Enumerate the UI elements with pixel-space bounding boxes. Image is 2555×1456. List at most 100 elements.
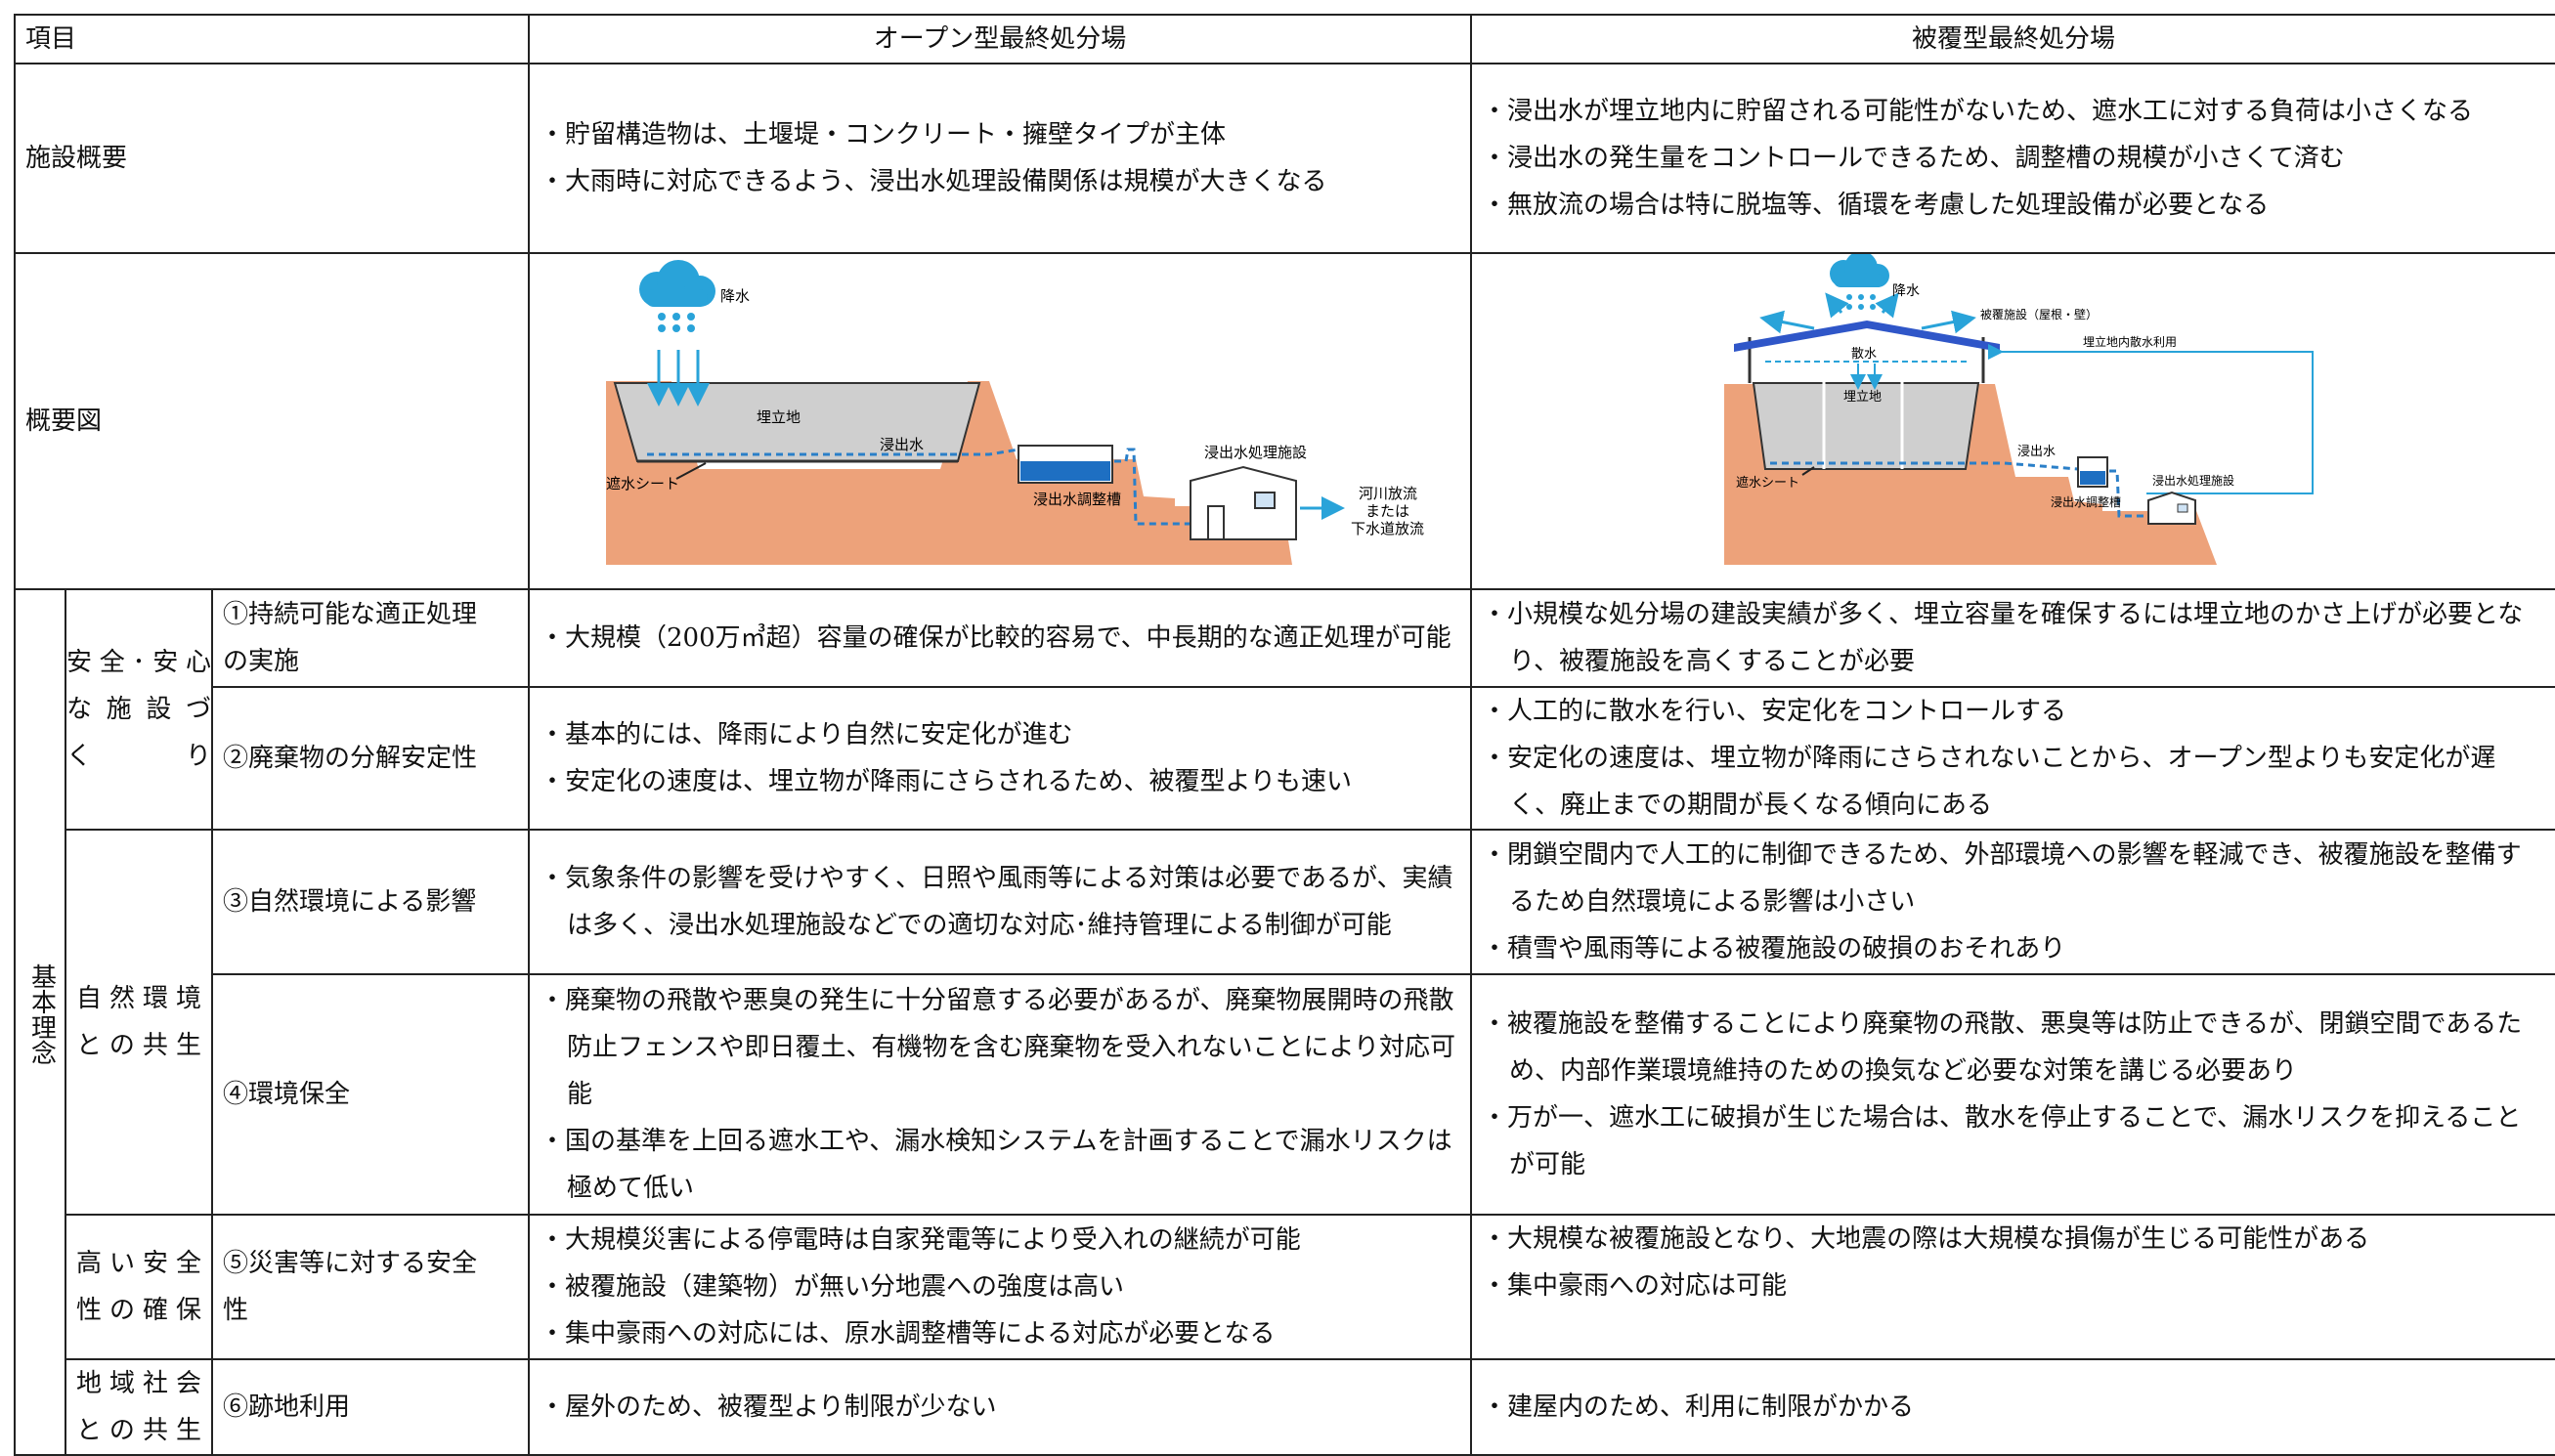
open-cell: ・気象条件の影響を受けやすく、日照や風雨等による対策は必要であるが、実績は多く、… <box>528 829 1472 975</box>
open-text: ・大規模災害による停電時は自家発電等により受入れの継続が可能 <box>540 1225 1301 1255</box>
treatment-building <box>2147 491 2196 525</box>
sub-cell: ①持続可能な適正処理 の実施 <box>211 588 530 688</box>
overview-covered-line: ・浸出水が埋立地内に貯留される可能性がないため、遮水工に対する負荷は小さくなる <box>1482 97 2474 126</box>
open-diagram-cell: 降水 埋立地 浸出水 遮水シート 浸出水調整槽 浸出水処理施設 河川放流 または… <box>528 252 1472 590</box>
label-leachate: 浸出水 <box>880 436 924 453</box>
covered-text: ・安定化の速度は、埋立物が降雨にさらされないことから、オープン型よりも安定化が遅… <box>1482 744 2496 820</box>
group-label-line: との共生 <box>76 1031 201 1060</box>
open-text: ・安定化の速度は、埋立物が降雨にさらされるため、被覆型よりも速い <box>540 767 1352 796</box>
building-window <box>1254 492 1276 509</box>
label-tank: 浸出水調整槽 <box>2051 494 2121 509</box>
covered-cell: ・建屋内のため、利用に制限がかかる <box>1470 1358 2555 1456</box>
basic-row: 自然環境との共生 ③自然環境による影響 ・気象条件の影響を受けやすく、日照や風雨… <box>15 829 2555 1216</box>
group-label-line: 自然環境 <box>76 984 201 1013</box>
covered-text: ・建屋内のため、利用に制限がかかる <box>1482 1392 1915 1422</box>
sub-label: ③自然環境による影響 <box>223 887 477 917</box>
overview-covered-line: ・浸出水の発生量をコントロールできるため、調整槽の規模が小さくて済む <box>1482 144 2345 173</box>
label-rain: 降水 <box>720 287 750 305</box>
rain-cloud-icon <box>639 260 715 332</box>
header-row: 項目 オープン型最終処分場 被覆型最終処分場 <box>14 14 2555 64</box>
label-leachate: 浸出水 <box>2017 445 2056 459</box>
diagram-label: 概要図 <box>14 252 530 590</box>
covered-diagram: 降水 被覆施設（屋根・壁） 埋立地内散水利用 散水 埋立地 浸出水 遮水シート … <box>1724 251 2314 565</box>
ground <box>1724 384 2217 565</box>
sub-label: ⑥跡地利用 <box>223 1392 351 1422</box>
label-reuse: 埋立地内散水利用 <box>2083 334 2177 349</box>
covered-text: ・被覆施設を整備することにより廃棄物の飛散、悪臭等は防止できるが、閉鎖空間である… <box>1482 1009 2523 1086</box>
group-label-line: な施設づ <box>66 695 211 724</box>
deflect-arrow <box>1759 310 1815 334</box>
sub-cell: ⑥跡地利用 <box>211 1358 530 1456</box>
overview-row: 施設概要 ・貯留構造物は、土堰堤・コンクリート・擁壁タイプが主体 ・大雨時に対応… <box>14 63 2555 254</box>
roof <box>1734 321 2000 352</box>
group-cell: 安全･安心な施設づくり <box>65 588 213 831</box>
label-cover: 被覆施設（屋根・壁） <box>1980 307 2098 321</box>
deflect-arrow <box>1875 292 1899 319</box>
overview-label: 施設概要 <box>14 63 530 254</box>
deflect-arrow <box>1825 292 1849 319</box>
rain-cloud-icon <box>1830 251 1889 310</box>
label-discharge1: 河川放流 <box>1359 485 1417 502</box>
sub-label: ①持続可能な適正処理 <box>223 600 478 629</box>
covered-cell: ・人工的に散水を行い、安定化をコントロールする ・安定化の速度は、埋立物が降雨に… <box>1470 686 2555 831</box>
covered-cell: ・大規模な被覆施設となり、大地震の際は大規模な損傷が生じる可能性がある ・集中豪… <box>1470 1214 2555 1360</box>
label-discharge3: 下水道放流 <box>1351 520 1424 537</box>
open-cell: ・基本的には、降雨により自然に安定化が進む ・安定化の速度は、埋立物が降雨にさら… <box>528 686 1472 831</box>
basic-row: ②廃棄物の分解安定性 ・基本的には、降雨により自然に安定化が進む ・安定化の速度… <box>15 686 2555 831</box>
open-text: ・被覆施設（建築物）が無い分地震への強度は高い <box>540 1272 1125 1302</box>
basic-row: 高い安全性の確保 ⑤災害等に対する安全 性 ・大規模災害による停電時は自家発電等… <box>15 1214 2555 1360</box>
label-liner: 遮水シート <box>1736 475 1799 491</box>
leachate-flow <box>647 448 1019 456</box>
covered-cell: ・小規模な処分場の建設実績が多く、埋立容量を確保するには埋立地のかさ上げが必要と… <box>1470 588 2555 688</box>
label-plant: 浸出水処理施設 <box>1204 444 1307 461</box>
tank-to-plant-flow <box>1114 448 1192 526</box>
open-text: ・気象条件の影響を受けやすく、日照や風雨等による対策は必要であるが、実績は多く、… <box>540 864 1453 940</box>
sub-cell: ③自然環境による影響 <box>211 829 530 975</box>
leachate-flow <box>1770 461 2079 471</box>
group-label-line: くり <box>66 742 211 771</box>
label-spray: 散水 <box>1851 347 1877 362</box>
covered-text: ・集中豪雨への対応は可能 <box>1482 1271 1788 1301</box>
group-cell: 高い安全性の確保 <box>65 1214 213 1360</box>
group-label-line: 高い安全 <box>76 1249 201 1278</box>
liner-pointer <box>675 462 707 480</box>
basic-row: 地域社会との共生 ⑥跡地利用 ・屋外のため、被覆型より制限が少ない ・建屋内のた… <box>15 1358 2555 1456</box>
group-label-line: との共生 <box>76 1416 201 1445</box>
open-text: ・屋外のため、被覆型より制限が少ない <box>540 1392 997 1422</box>
header-covered: 被覆型最終処分場 <box>1470 14 2555 64</box>
label-liner: 遮水シート <box>606 475 679 492</box>
liner-pointer <box>1801 466 1815 476</box>
basic-label-cell: 基本理念 <box>14 588 66 1456</box>
label-landfill: 埋立地 <box>1843 390 1882 405</box>
reuse-pipe <box>1988 344 2314 494</box>
label-landfill: 埋立地 <box>757 408 801 426</box>
overview-open-line: ・貯留構造物は、土堰堤・コンクリート・擁壁タイプが主体 <box>540 120 1227 150</box>
covered-text: ・万が一、遮水工に破損が生じた場合は、散水を停止することで、漏水リスクを抑えるこ… <box>1482 1103 2522 1179</box>
sub-label: ②廃棄物の分解安定性 <box>223 744 478 773</box>
building-door <box>1207 505 1225 540</box>
group-cell: 自然環境との共生 <box>65 829 213 1216</box>
open-cell: ・大規模（200万㎥超）容量の確保が比較的容易で、中長期的な適正処理が可能 <box>528 588 1472 688</box>
overview-covered: ・浸出水が埋立地内に貯留される可能性がないため、遮水工に対する負荷は小さくなる … <box>1470 63 2555 254</box>
covered-text: ・閉鎖空間内で人工的に制御できるため、外部環境への影響を軽減でき、被覆施設を整備… <box>1482 840 2522 917</box>
sub-cell: ②廃棄物の分解安定性 <box>211 686 530 831</box>
overview-open: ・貯留構造物は、土堰堤・コンクリート・擁壁タイプが主体 ・大雨時に対応できるよう… <box>528 63 1472 254</box>
group-label-line: 地域社会 <box>76 1369 201 1398</box>
comparison-table: 項目 オープン型最終処分場 被覆型最終処分場 施設概要 ・貯留構造物は、土堰堤・… <box>14 14 2555 1456</box>
sub-cell: ⑤災害等に対する安全 性 <box>211 1214 530 1360</box>
covered-cell: ・閉鎖空間内で人工的に制御できるため、外部環境への影響を軽減でき、被覆施設を整備… <box>1470 829 2555 975</box>
open-cell: ・廃棄物の飛散や悪臭の発生に十分留意する必要があるが、廃棄物展開時の飛散防止フェ… <box>528 973 1472 1216</box>
open-diagram: 降水 埋立地 浸出水 遮水シート 浸出水調整槽 浸出水処理施設 河川放流 または… <box>606 260 1424 565</box>
covered-text: ・人工的に散水を行い、安定化をコントロールする <box>1482 697 2067 726</box>
header-item: 項目 <box>14 14 530 64</box>
diagram-row: 概要図 <box>14 251 2555 590</box>
label-tank: 浸出水調整槽 <box>1033 491 1121 508</box>
covered-diagram-cell: 降水 被覆施設（屋根・壁） 埋立地内散水利用 散水 埋立地 浸出水 遮水シート … <box>1470 251 2555 590</box>
label-discharge2: または <box>1365 502 1409 520</box>
ground <box>606 381 1292 565</box>
sub-label: の実施 <box>223 647 300 676</box>
label-plant: 浸出水処理施設 <box>2152 473 2234 488</box>
open-text: ・大規模（200万㎥超）容量の確保が比較的容易で、中長期的な適正処理が可能 <box>540 623 1451 653</box>
open-text: ・廃棄物の飛散や悪臭の発生に十分留意する必要があるが、廃棄物展開時の飛散防止フェ… <box>540 986 1455 1109</box>
open-text: ・基本的には、降雨により自然に安定化が進む <box>540 720 1073 749</box>
